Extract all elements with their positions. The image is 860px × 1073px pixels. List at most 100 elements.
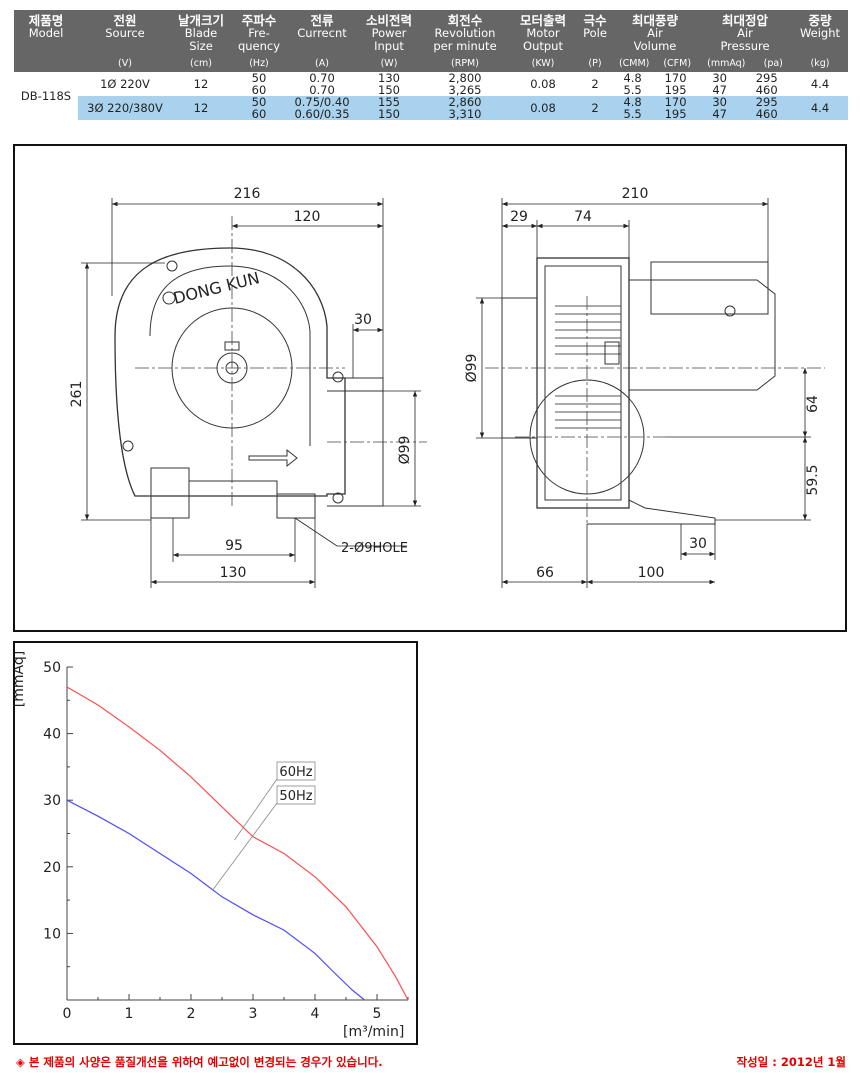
header-english: Size bbox=[189, 39, 213, 53]
dim-261: 261 bbox=[69, 381, 85, 408]
dim-130: 130 bbox=[220, 565, 247, 581]
header-unit: (kg) bbox=[810, 58, 830, 69]
chart-series bbox=[66, 686, 409, 1001]
header-korean: 모터출력 bbox=[519, 13, 566, 28]
header-korean: 중량 bbox=[808, 13, 832, 28]
dim-216: 216 bbox=[234, 186, 261, 202]
source-cell: 1Ø 220V bbox=[100, 77, 150, 91]
air-pressure-value: 295 bbox=[755, 71, 778, 85]
rpm-value: 3,310 bbox=[448, 107, 482, 121]
header-english: Revolution bbox=[434, 26, 496, 40]
legend-box bbox=[276, 761, 316, 781]
y-tick-label: 20 bbox=[43, 860, 61, 876]
current-value: 0.75/0.40 bbox=[294, 95, 350, 109]
technical-drawing-panel: DONG KUN 216 120 30 261 Ø99 95 130 2-Ø9H… bbox=[13, 144, 847, 632]
dim-99-front: Ø99 bbox=[397, 436, 413, 465]
header-english: Source bbox=[105, 26, 145, 40]
dim-99-side: Ø99 bbox=[464, 354, 480, 383]
header-korean: 최대정압 bbox=[721, 13, 768, 28]
freq-value: 60 bbox=[251, 107, 267, 121]
y-tick-label: 30 bbox=[43, 793, 61, 809]
header-english: Blade bbox=[184, 26, 218, 40]
air-volume-value: 5.5 bbox=[623, 107, 642, 121]
power-value: 155 bbox=[378, 95, 400, 109]
freq-value: 60 bbox=[251, 83, 267, 97]
dim-120: 120 bbox=[294, 209, 321, 225]
weight-cell: 4.4 bbox=[810, 77, 830, 91]
series-line-50hz bbox=[66, 799, 365, 1001]
air-pressure-value: 47 bbox=[712, 83, 727, 97]
header-english: per minute bbox=[433, 39, 497, 53]
header-english: Weight bbox=[799, 26, 841, 40]
air-volume-value: 170 bbox=[664, 71, 687, 85]
dim-66: 66 bbox=[536, 565, 554, 581]
header-english: Motor bbox=[526, 26, 560, 40]
y-tick-label: 40 bbox=[43, 727, 61, 743]
motor-cell: 0.08 bbox=[530, 77, 556, 91]
x-tick-label: 0 bbox=[63, 1006, 72, 1022]
air-volume-value: 170 bbox=[664, 95, 687, 109]
center-lines bbox=[135, 216, 825, 524]
dim-30-side: 30 bbox=[689, 536, 707, 552]
power-value: 130 bbox=[378, 71, 400, 85]
header-korean: 전류 bbox=[310, 13, 334, 28]
legend-leader-line bbox=[234, 778, 278, 841]
rpm-value: 2,800 bbox=[448, 71, 482, 85]
air-pressure-value: 30 bbox=[712, 71, 727, 85]
weight-cell: 4.4 bbox=[792, 96, 848, 120]
dim-100: 100 bbox=[638, 565, 665, 581]
x-tick-label: 1 bbox=[125, 1006, 134, 1022]
header-unit: (W) bbox=[380, 58, 398, 69]
pole-cell: 2 bbox=[578, 96, 612, 120]
legend-box bbox=[276, 785, 316, 805]
header-english: Fre- bbox=[248, 26, 270, 40]
air-volume-value: 4.8 bbox=[623, 71, 642, 85]
power-value: 150 bbox=[378, 107, 400, 121]
footer-notice: ◈ 본 제품의 사양은 품질개선을 위하여 예고없이 변경되는 경우가 있습니다… bbox=[16, 1055, 383, 1069]
model-cell: DB-118S bbox=[20, 89, 72, 103]
header-korean: 전원 bbox=[113, 13, 137, 28]
header-unit: (RPM) bbox=[451, 58, 479, 69]
header-english: quency bbox=[237, 39, 281, 53]
air-pressure-value: 460 bbox=[755, 107, 778, 121]
hole-note: 2-Ø9HOLE bbox=[341, 541, 408, 556]
header-korean: 날개크기 bbox=[177, 13, 224, 28]
air-volume-value: 4.8 bbox=[623, 95, 642, 109]
header-unit: (cm) bbox=[190, 58, 212, 69]
freq-value: 50 bbox=[251, 95, 267, 109]
series-line-60hz bbox=[66, 686, 409, 1001]
header-unit: (P) bbox=[588, 58, 602, 69]
current-value: 0.70 bbox=[309, 83, 335, 97]
x-tick-label: 2 bbox=[187, 1006, 196, 1022]
legend-leader-line bbox=[212, 802, 278, 891]
header-unit: (A) bbox=[315, 58, 329, 69]
air-pressure-value: 30 bbox=[712, 95, 727, 109]
source-cell: 3Ø 220/380V bbox=[78, 96, 172, 120]
header-english: Air bbox=[647, 26, 663, 40]
side-view bbox=[501, 257, 776, 525]
power-value: 150 bbox=[378, 83, 400, 97]
dim-64: 64 bbox=[805, 395, 821, 413]
y-tick-label: 10 bbox=[43, 926, 61, 942]
header-english: Output bbox=[523, 39, 563, 53]
blade-cell: 12 bbox=[172, 96, 230, 120]
x-tick-label: 4 bbox=[311, 1006, 320, 1022]
header-unit: (CMM) bbox=[618, 58, 650, 69]
dim-59-5: 59.5 bbox=[805, 464, 821, 495]
header-unit: (Hz) bbox=[249, 58, 269, 69]
x-tick-label: 3 bbox=[249, 1006, 258, 1022]
technical-drawing: DONG KUN 216 120 30 261 Ø99 95 130 2-Ø9H… bbox=[69, 186, 825, 588]
header-english: Volume bbox=[633, 39, 677, 53]
